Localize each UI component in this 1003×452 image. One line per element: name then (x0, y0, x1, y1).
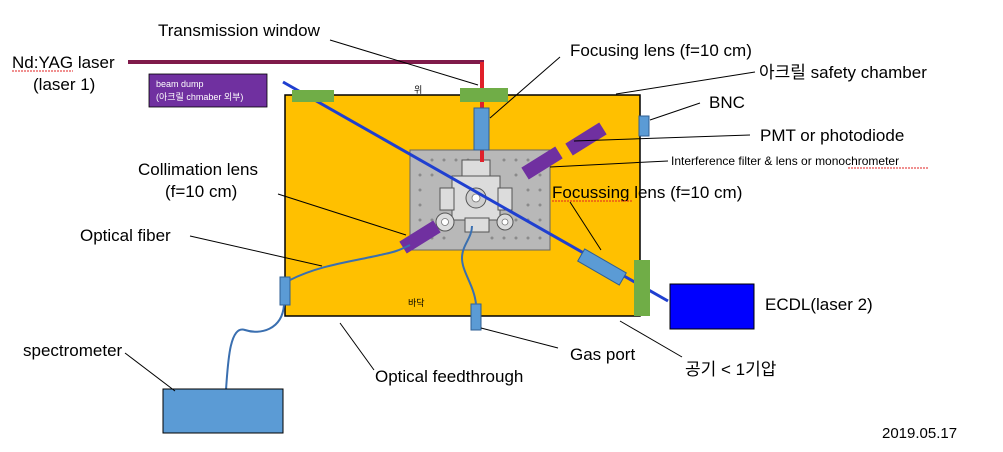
transmission-window (460, 88, 508, 102)
label-bottom-marker: 바닥 (408, 298, 425, 308)
label-beam-dump-1: beam dump (156, 79, 204, 89)
label-interference: Interference filter & lens or monochrome… (671, 154, 899, 168)
beam-dump-box (148, 73, 268, 108)
focussing-lens-right (577, 248, 627, 286)
gas-line (460, 225, 477, 305)
label-collimation-lens-2: (f=10 cm) (165, 182, 237, 201)
focusing-lens-top (473, 107, 490, 151)
optical-fiber-outside (225, 304, 285, 391)
pmt-filter-2 (565, 122, 607, 156)
label-beam-dump-2: (아크릴 chmaber 외부) (156, 91, 243, 102)
label-focussing-lens-right: Focussing lens (f=10 cm) (552, 183, 742, 202)
label-bnc: BNC (709, 93, 745, 112)
ecdl-laser-box (669, 283, 755, 330)
label-optical-fiber: Optical fiber (80, 226, 171, 245)
optical-fiber-inside (289, 244, 411, 281)
label-laser1: (laser 1) (33, 75, 95, 94)
label-spectrometer: spectrometer (23, 341, 123, 360)
label-pmt: PMT or photodiode (760, 126, 904, 145)
gas-port (470, 303, 482, 331)
window-top-left (292, 90, 334, 102)
label-date: 2019.05.17 (882, 425, 957, 442)
label-optical-feedthrough: Optical feedthrough (375, 367, 523, 386)
pointer-lines (124, 39, 756, 392)
label-air-pressure: 공기 < 1기압 (685, 360, 777, 379)
window-right (634, 260, 650, 316)
label-top-marker: 위 (414, 85, 422, 95)
label-nd-yag: Nd:YAG laser (12, 53, 115, 72)
label-collimation-lens-1: Collimation lens (138, 160, 258, 179)
label-focusing-lens-top: Focusing lens (f=10 cm) (570, 41, 752, 60)
spectrometer-box (162, 388, 284, 434)
label-ecdl: ECDL(laser 2) (765, 295, 873, 314)
label-safety-chamber: 아크릴 safety chamber (759, 63, 927, 82)
label-gas-port: Gas port (570, 345, 635, 364)
pmt-filter-1 (521, 146, 563, 180)
bnc-connector (638, 115, 650, 137)
label-transmission-window: Transmission window (158, 21, 321, 40)
optical-feedthrough (279, 276, 291, 306)
